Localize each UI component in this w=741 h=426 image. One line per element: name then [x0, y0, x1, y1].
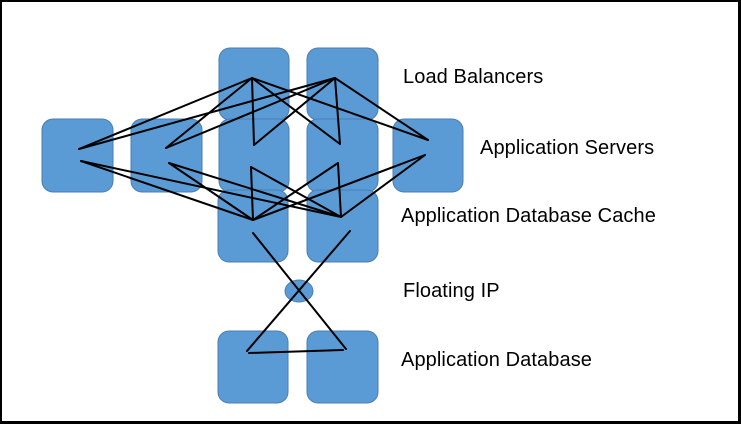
- edge-as1-c1: [80, 160, 254, 221]
- edge-as4-c2: [337, 162, 342, 218]
- node-c2: [306, 189, 379, 263]
- edge-as4-c1: [252, 162, 339, 221]
- tier-label-application-servers: Application Servers: [480, 137, 655, 159]
- edge-lb2-as1: [78, 77, 336, 150]
- edge-c2-db1: [246, 230, 351, 352]
- node-lb1: [218, 47, 290, 121]
- edge-as5-c2: [340, 154, 426, 218]
- edge-lb2-as5: [334, 77, 429, 141]
- edge-as2-c1: [168, 162, 254, 221]
- node-as5: [392, 118, 464, 193]
- node-as4: [306, 118, 379, 193]
- node-db2: [306, 330, 379, 404]
- edge-lb2-as4: [334, 77, 341, 145]
- tier-label-application-database: Application Database: [401, 349, 593, 371]
- edge-lb2-as2: [165, 77, 336, 149]
- edge-as3-c1: [250, 166, 254, 221]
- edge-db1-db2: [248, 349, 344, 354]
- tier-label-application-database-cache: Application Database Cache: [401, 205, 656, 227]
- node-db1: [217, 330, 289, 404]
- edge-as5-c1: [252, 154, 426, 221]
- edge-as2-c2: [168, 162, 342, 218]
- edge-as1-c2: [80, 160, 342, 218]
- node-as1: [41, 118, 114, 193]
- edges-layer: [78, 77, 429, 354]
- tier-label-floating-ip: Floating IP: [403, 280, 500, 302]
- tier-label-load-balancers: Load Balancers: [403, 66, 544, 88]
- edge-lb1-as1: [78, 77, 253, 150]
- edge-lb2-as3: [253, 77, 336, 146]
- edge-lb1-as5: [251, 77, 429, 141]
